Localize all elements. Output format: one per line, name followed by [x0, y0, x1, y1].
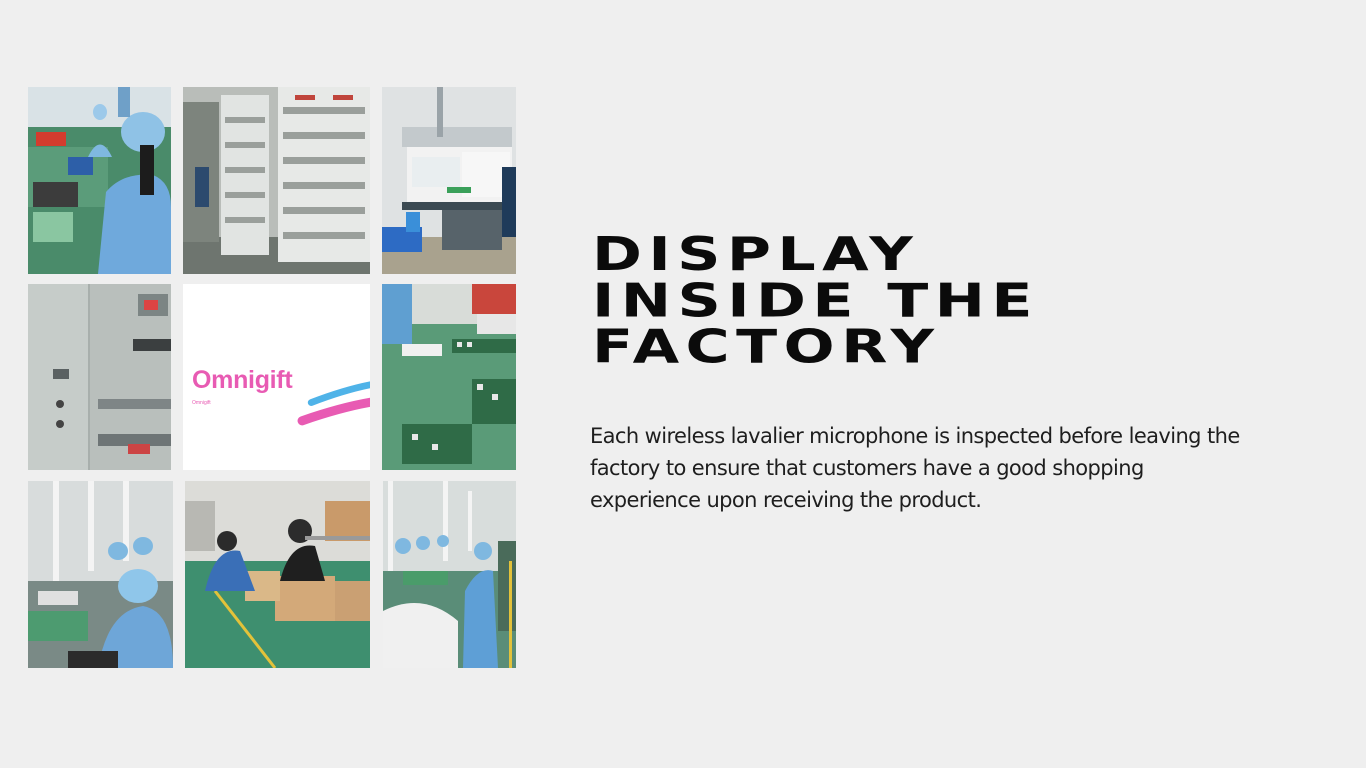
packing-boxes-photo: [185, 481, 370, 668]
workers-soldering-photo: [28, 481, 173, 668]
headline-line-3: Factory: [592, 320, 941, 375]
headline-line-2: Inside the: [592, 274, 1039, 329]
control-cabinet-photo: [28, 284, 171, 470]
brand-logo-tile: Omnigift Omnigift: [183, 284, 370, 470]
headline-line-1: Display: [592, 228, 920, 282]
workers-assembly-line-photo: [28, 87, 171, 274]
swoosh-icon: [297, 381, 370, 426]
description-text: Each wireless lavalier microphone is ins…: [590, 424, 1240, 512]
omnigift-logo-subtext: Omnigift: [192, 400, 211, 406]
omnigift-logo-text: Omnigift: [192, 366, 293, 394]
headline: Display Inside the Factory: [592, 232, 1366, 370]
inspection-line-photo: [383, 481, 516, 668]
automated-machine-photo: [382, 87, 516, 274]
circuit-boards-photo: [382, 284, 516, 470]
testing-racks-photo: [183, 87, 370, 274]
